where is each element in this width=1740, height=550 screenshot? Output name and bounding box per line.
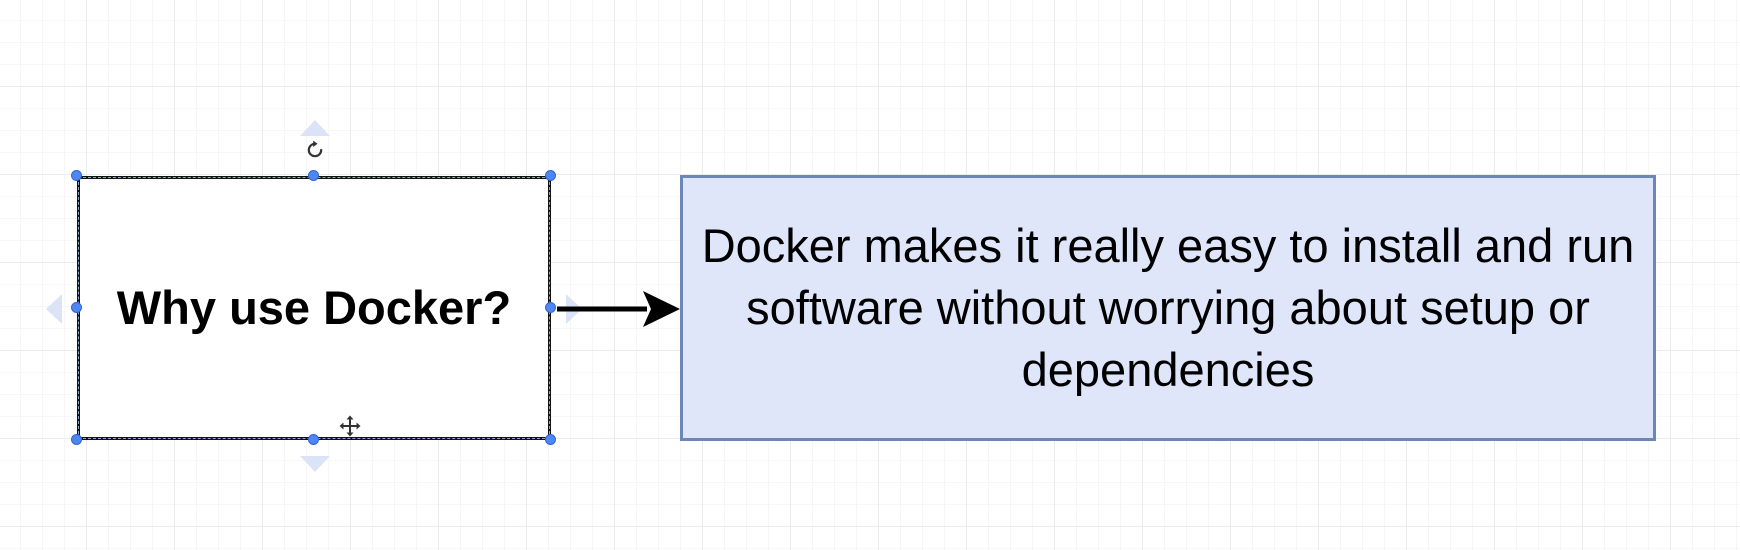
question-shape[interactable]: Why use Docker? xyxy=(77,176,551,440)
resize-handle-top-left[interactable] xyxy=(71,170,82,181)
move-icon[interactable] xyxy=(338,414,362,438)
resize-handle-left[interactable] xyxy=(71,302,82,313)
answer-shape-label: Docker makes it really easy to install a… xyxy=(701,219,1635,396)
resize-handle-top-right[interactable] xyxy=(545,170,556,181)
connector-arrow[interactable] xyxy=(555,287,685,331)
question-shape-label: Why use Docker? xyxy=(116,281,512,335)
resize-handle-bottom[interactable] xyxy=(308,434,319,445)
connector-arrowhead-icon xyxy=(643,291,680,327)
rotate-icon[interactable] xyxy=(303,138,327,162)
resize-handle-top[interactable] xyxy=(308,170,319,181)
answer-shape[interactable]: Docker makes it really easy to install a… xyxy=(680,175,1656,441)
resize-handle-right[interactable] xyxy=(545,302,556,313)
connect-arrow-down-icon[interactable] xyxy=(300,456,330,472)
resize-handle-bottom-left[interactable] xyxy=(71,434,82,445)
connect-arrow-up-icon[interactable] xyxy=(300,120,330,136)
connect-arrow-left-icon[interactable] xyxy=(46,294,62,324)
resize-handle-bottom-right[interactable] xyxy=(545,434,556,445)
